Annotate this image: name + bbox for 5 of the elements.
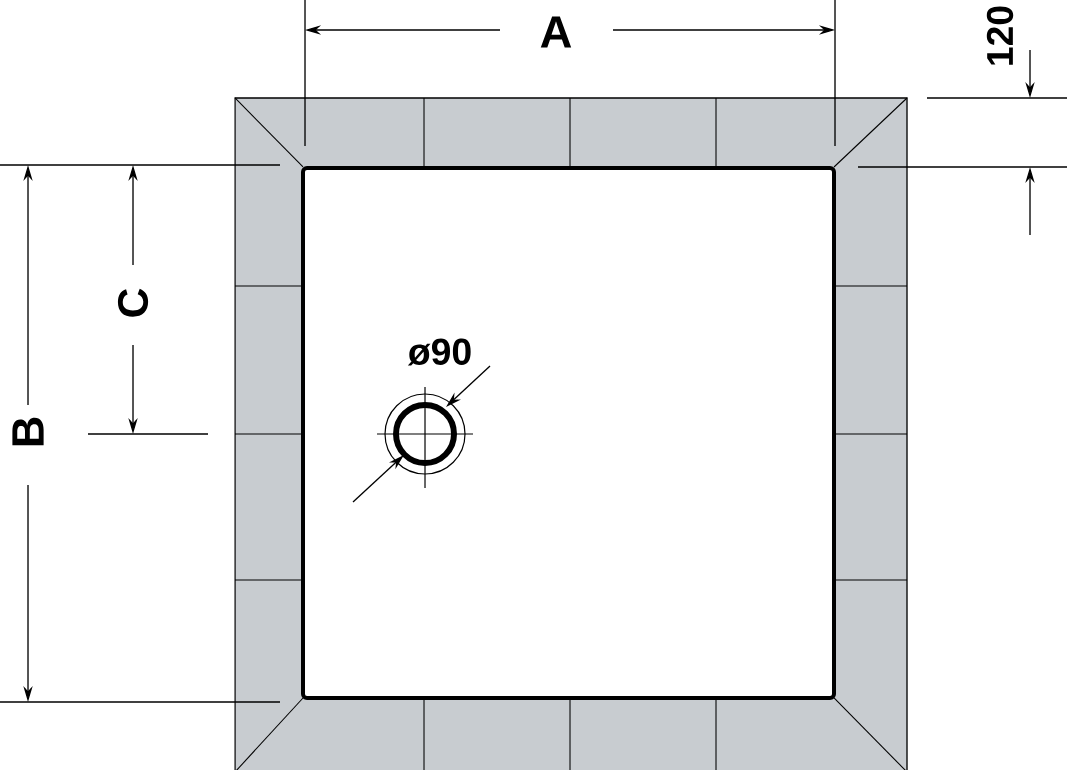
dimension-label: ø90 [407,338,471,366]
dimension-label: C [117,288,149,317]
dimension-label: 120 [986,6,1014,65]
dimension-label: A [540,16,572,48]
dimension-label: B [12,417,44,446]
